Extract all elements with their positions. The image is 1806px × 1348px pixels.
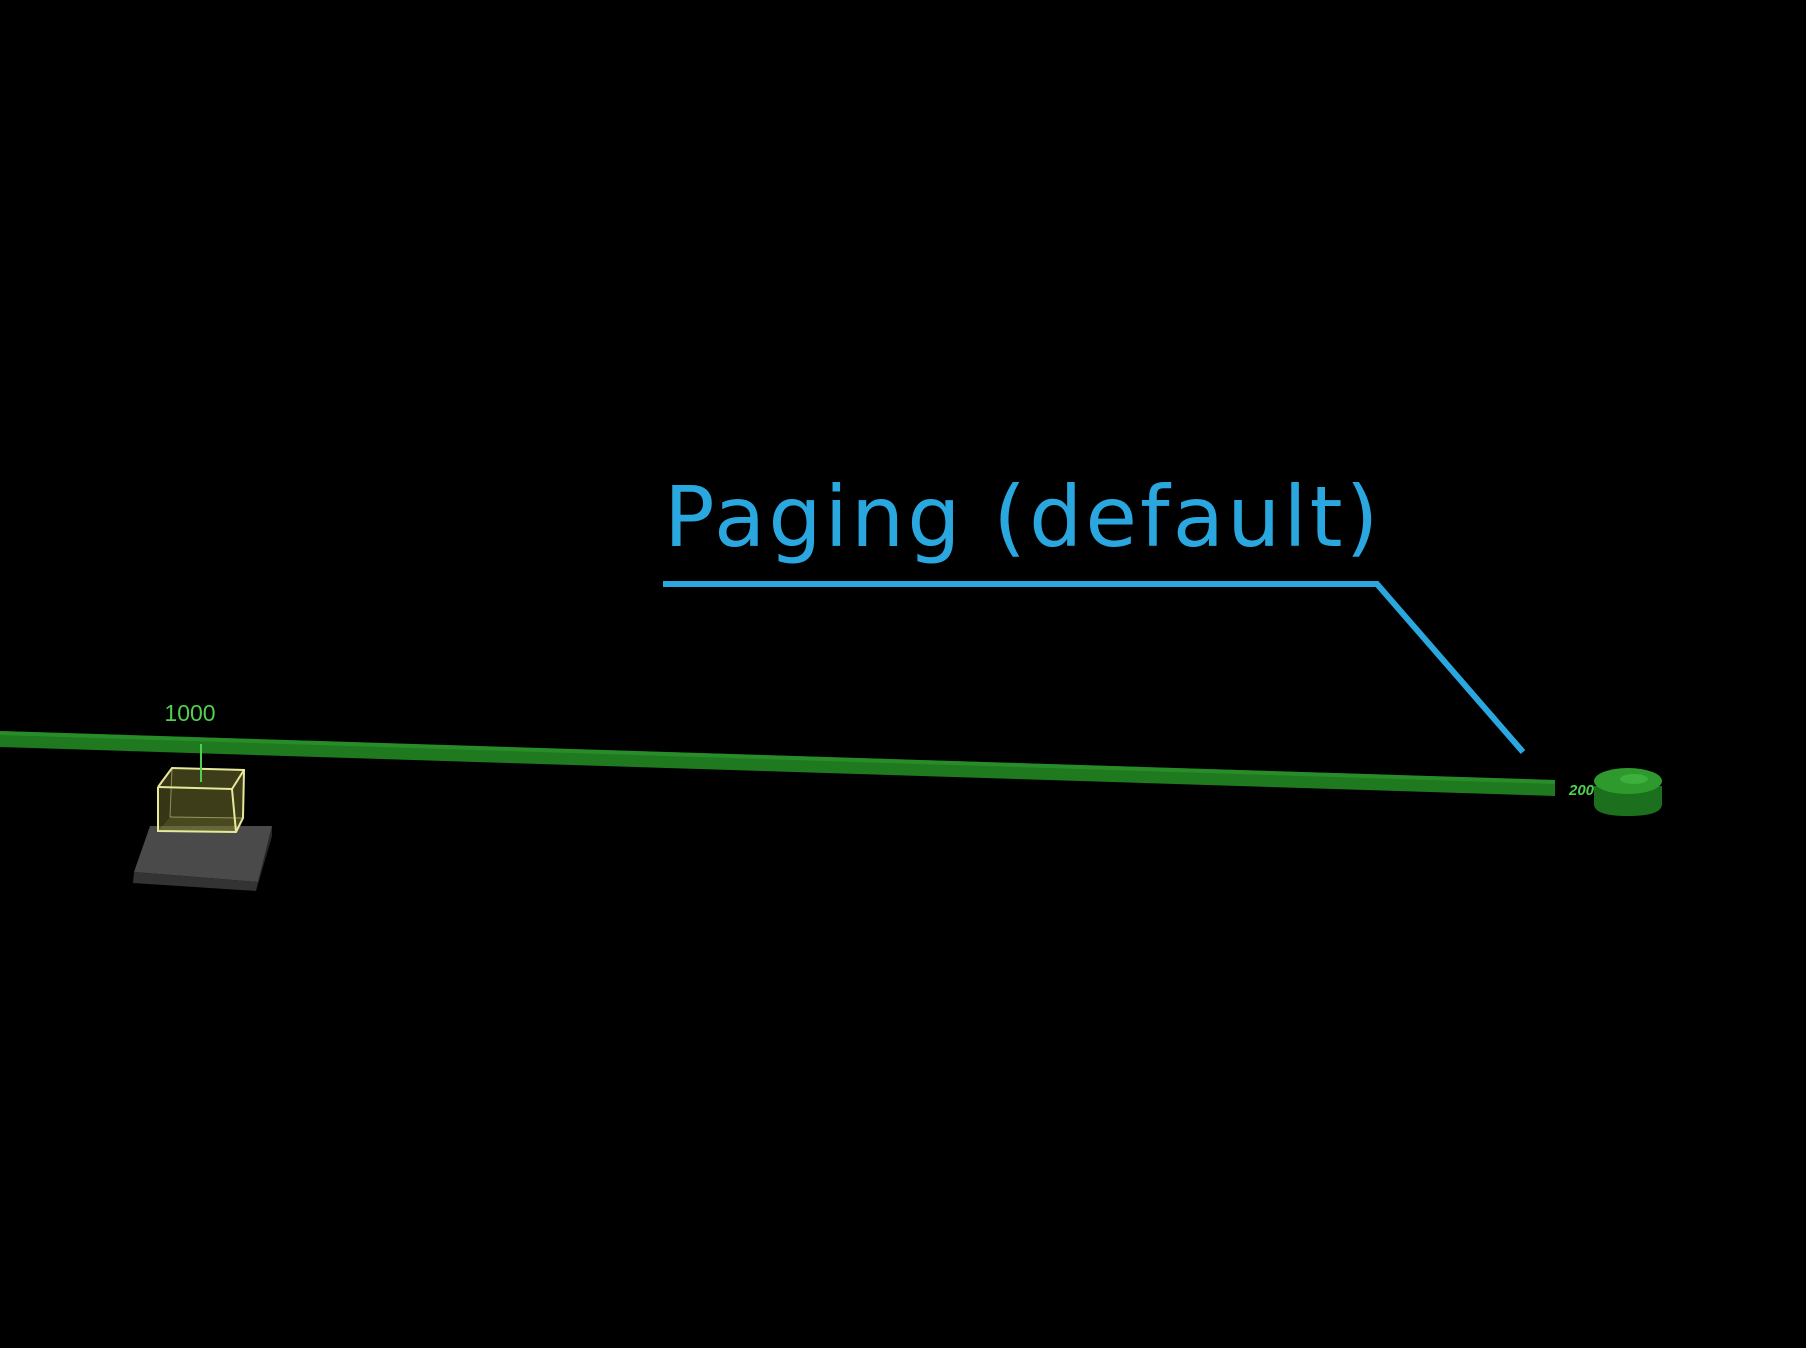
source-buffer-box [157,766,246,834]
callout-title: Paging (default) [664,468,1381,566]
source-platform [133,826,272,891]
stream-pipe-highlight [0,731,1555,784]
source-count-label: 1000 [164,700,215,726]
sink-count-label: 200 [1568,782,1595,799]
callout-leader-line [663,581,1526,754]
sink-cylinder [1594,768,1662,816]
